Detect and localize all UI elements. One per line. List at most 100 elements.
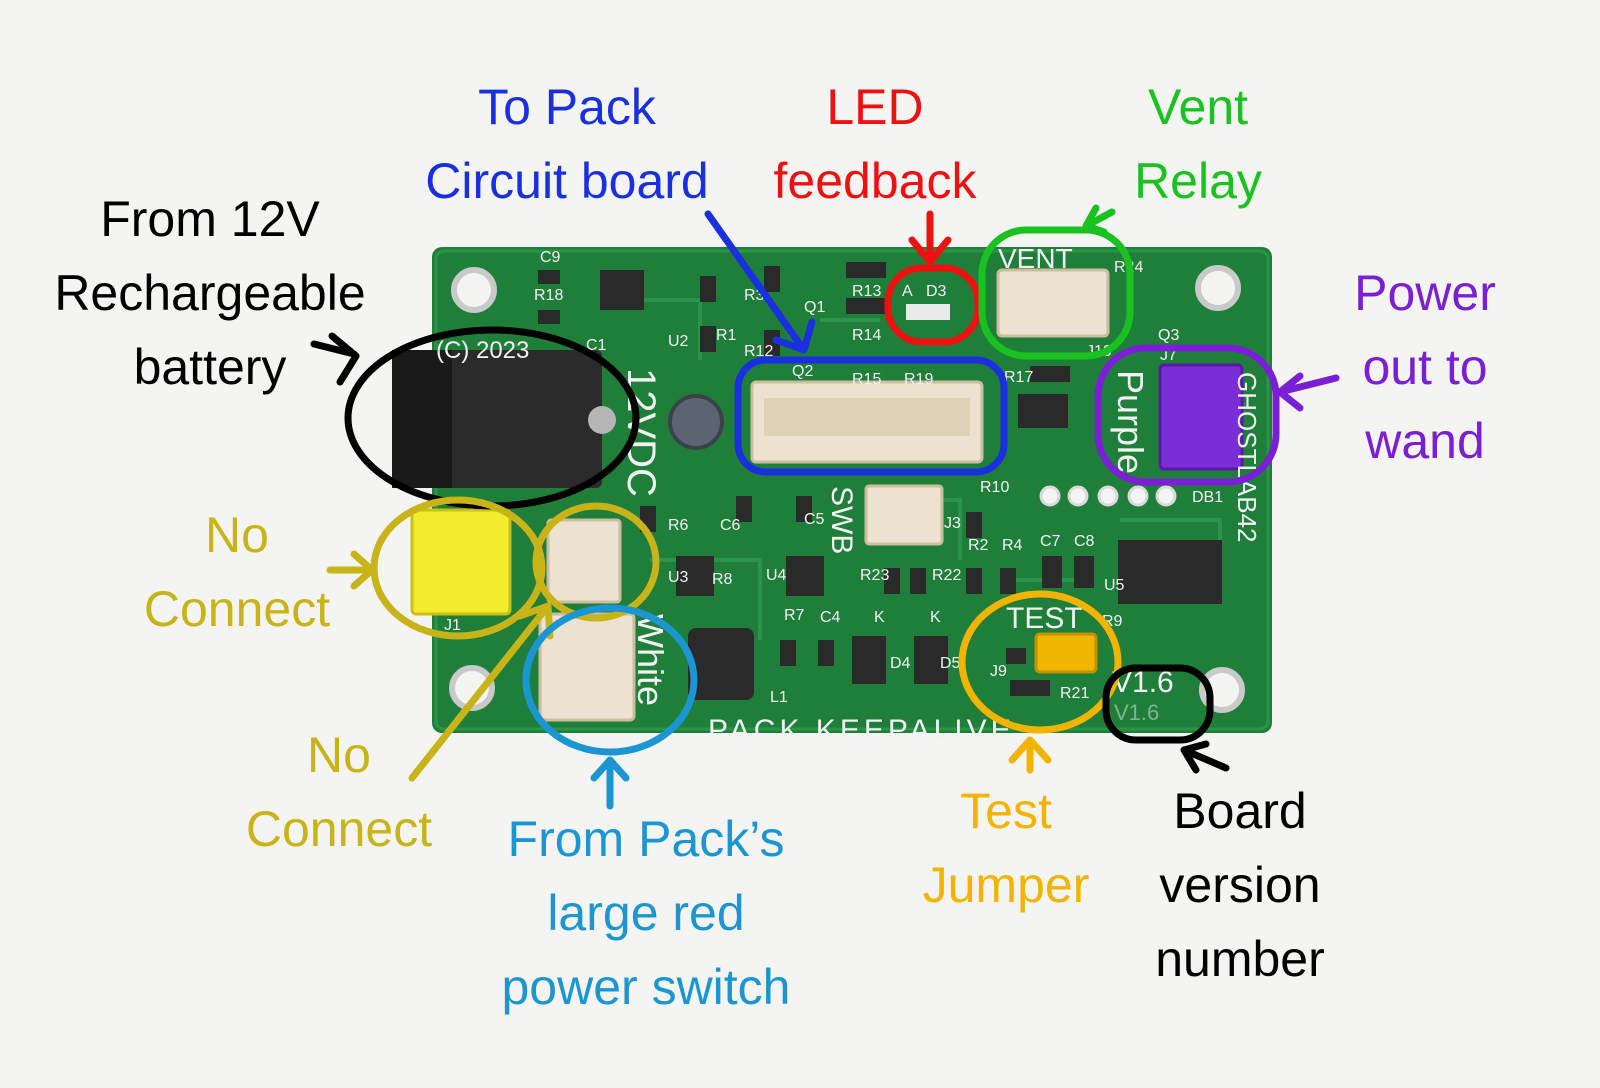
inductor xyxy=(688,628,754,700)
arrow-board-version xyxy=(1180,740,1230,774)
silk-ref-c7: C7 xyxy=(1040,533,1061,550)
silk-ref-r2: R2 xyxy=(968,537,989,554)
label-test-jumper-line: Jumper xyxy=(922,857,1090,913)
label-wand-line: out to xyxy=(1362,339,1488,395)
label-no-connect-1-line: Connect xyxy=(143,581,331,637)
arrow-led xyxy=(908,210,952,266)
silk-ref-a: A xyxy=(902,283,913,300)
silk-ref-j9: J9 xyxy=(990,663,1007,680)
label-led: LED feedback xyxy=(760,70,990,218)
silk-ref-c6: C6 xyxy=(720,517,741,534)
label-battery-line: From 12V xyxy=(100,191,320,247)
silk-copyright: (C) 2023 xyxy=(436,337,529,364)
silk-version-ghost: V1.6 xyxy=(1114,700,1159,725)
wand-connector xyxy=(1158,363,1244,471)
annotation-test-jumper xyxy=(958,590,1122,774)
silk-ref-c1: C1 xyxy=(586,337,607,354)
label-battery-line: Rechargeable xyxy=(54,265,366,321)
silk-ref-q2: Q2 xyxy=(792,363,813,380)
silk-ref-c5: C5 xyxy=(804,511,825,528)
ic-u5 xyxy=(1118,540,1222,604)
silk-ref-r19: R19 xyxy=(904,371,933,388)
label-power-switch: From Pack’s large red power switch xyxy=(476,802,816,1024)
silk-ref-u4: U4 xyxy=(766,567,787,584)
silk-ref-r4: R4 xyxy=(1002,537,1023,554)
arrow-no-connect-1 xyxy=(326,550,376,590)
label-vent: Vent Relay xyxy=(1118,70,1278,218)
swb-connector xyxy=(864,484,944,546)
outline-power-switch xyxy=(522,604,698,756)
silk-ref-u2: U2 xyxy=(668,333,689,350)
label-wand-line: wand xyxy=(1365,413,1485,469)
transistor-q3 xyxy=(1018,394,1068,428)
annotation-led xyxy=(884,210,982,346)
pack-board-connector-slot xyxy=(764,398,970,436)
label-power-switch-line: From Pack’s xyxy=(507,811,785,867)
silk-ref-r1: R1 xyxy=(716,327,737,344)
label-board-version: Board version number xyxy=(1130,774,1350,996)
outline-vent xyxy=(978,226,1134,360)
mounting-hole-tr xyxy=(1195,265,1241,311)
silk-ref-l1: L1 xyxy=(770,689,788,706)
dc-jack-face xyxy=(392,350,452,488)
label-no-connect-1-line: No xyxy=(205,507,269,563)
label-battery: From 12V Rechargeable battery xyxy=(40,182,380,404)
silk-ref-r21: R21 xyxy=(1060,685,1089,702)
silk-ref-d3: D3 xyxy=(926,283,947,300)
silk-ref-c9: C9 xyxy=(540,249,561,266)
outline-test-jumper xyxy=(958,590,1122,734)
silk-swb-label: SWB xyxy=(825,486,858,554)
silk-board-name: PACK KEEPALIVE xyxy=(708,714,1015,747)
label-pack-board-line: Circuit board xyxy=(425,153,709,209)
label-vent-line: Vent xyxy=(1147,79,1249,135)
silk-ref-k: K xyxy=(874,609,885,626)
silk-ref-c8: C8 xyxy=(1074,533,1095,550)
silk-brand: GHOSTLAB42 xyxy=(1232,372,1262,543)
silk-ref-r8: R8 xyxy=(712,571,733,588)
mounting-hole-tl xyxy=(451,267,497,313)
label-wand-line: Power xyxy=(1354,265,1496,321)
silk-ref-u3: U3 xyxy=(668,569,689,586)
outline-no-connect-2 xyxy=(532,502,660,622)
label-led-line: feedback xyxy=(773,153,977,209)
test-jumper-shunt xyxy=(1034,632,1098,674)
label-no-connect-2: No Connect xyxy=(234,718,444,866)
silk-ref-r22: R22 xyxy=(932,567,961,584)
silk-ref-r14: R14 xyxy=(852,327,881,344)
silk-ref-r7: R7 xyxy=(784,607,805,624)
mounting-holes xyxy=(449,265,1245,713)
ic-u4 xyxy=(786,556,824,596)
outline-led xyxy=(884,264,982,346)
silk-ref-r17: R17 xyxy=(1004,369,1033,386)
label-battery-line: battery xyxy=(133,339,287,395)
pcb-edge xyxy=(434,249,1270,731)
label-test-jumper-line: Test xyxy=(960,783,1052,839)
db1-header-pads xyxy=(1039,485,1177,507)
arrow-wand xyxy=(1276,372,1340,412)
led-d3 xyxy=(906,304,950,320)
label-no-connect-1: No Connect xyxy=(132,498,342,646)
silk-ref-r6: R6 xyxy=(668,517,689,534)
ic-u3 xyxy=(676,556,714,596)
label-led-line: LED xyxy=(826,79,924,135)
silk-ref-j1: J1 xyxy=(444,617,461,634)
dc-jack-pin xyxy=(588,406,616,434)
vent-connector xyxy=(996,268,1110,338)
mounting-hole-bl xyxy=(449,665,495,711)
silk-ref-k: K xyxy=(930,609,941,626)
silk-ref-db1: DB1 xyxy=(1192,489,1223,506)
outline-board-version xyxy=(1102,664,1214,744)
arrow-pack-board xyxy=(704,210,816,354)
silk-ref-d4: D4 xyxy=(890,655,911,672)
annotation-no-connect-1 xyxy=(326,496,546,640)
label-vent-line: Relay xyxy=(1134,153,1262,209)
arrow-test-jumper xyxy=(1008,736,1052,774)
annotation-vent xyxy=(978,204,1134,360)
silk-ref-u5: U5 xyxy=(1104,577,1125,594)
annotation-pack-board xyxy=(704,210,1008,476)
annotation-power-switch xyxy=(522,604,698,810)
silk-ref-r10: R10 xyxy=(980,479,1009,496)
annotation-board-version xyxy=(1102,664,1230,774)
silk-ref-d5: D5 xyxy=(940,655,961,672)
